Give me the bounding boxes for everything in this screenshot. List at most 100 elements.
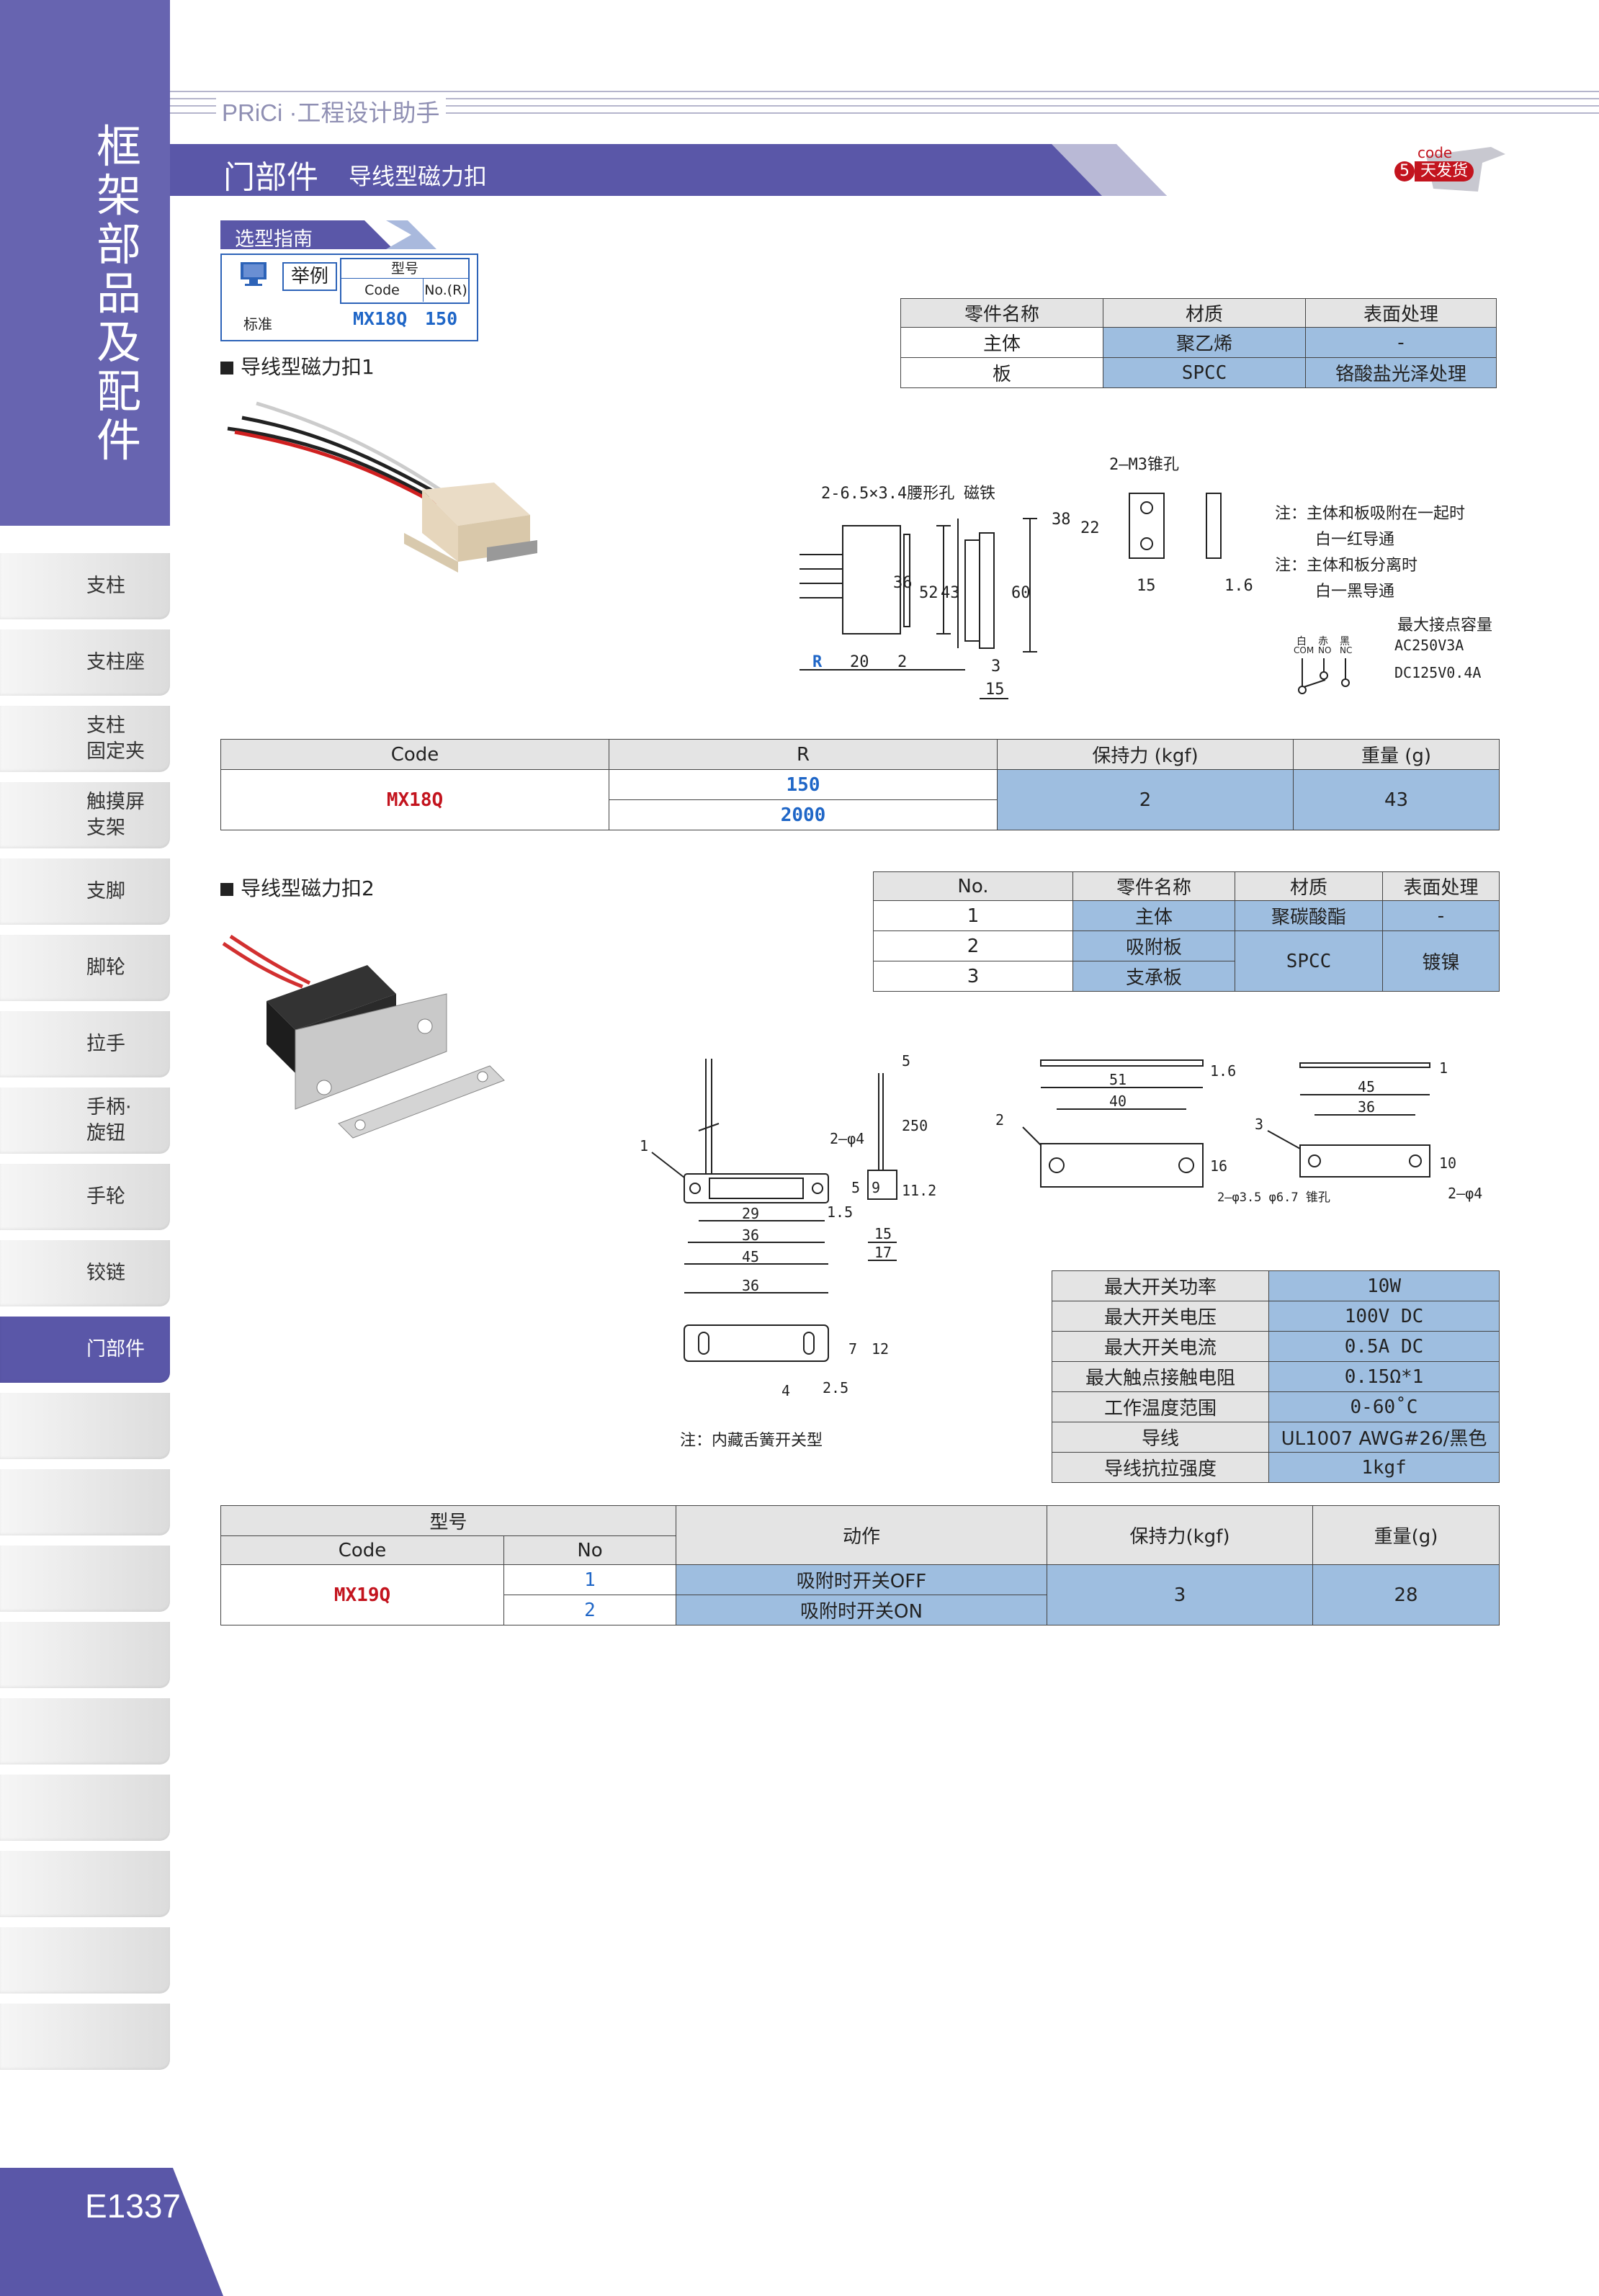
- svg-text:43: 43: [941, 584, 960, 602]
- svg-text:16: 16: [1210, 1157, 1227, 1175]
- callout-2: 2: [995, 1111, 1004, 1129]
- hole-label: 2-6.5×3.4腰形孔: [821, 485, 954, 503]
- svg-text:3: 3: [991, 658, 1000, 676]
- selection-guide-example: 举例 型号 Code No.(R) 标准 MX18Q 150: [220, 254, 478, 341]
- svg-text:5: 5: [902, 1052, 910, 1069]
- page-subtitle: 导线型磁力扣: [349, 163, 488, 190]
- computer-icon: [241, 262, 266, 286]
- hole-label: 2—φ3.5 φ6.7 锥孔: [1217, 1190, 1330, 1205]
- sidebar-item-empty[interactable]: [0, 1622, 170, 1688]
- selection-guide-tab: 选型指南: [220, 220, 436, 251]
- svg-text:R: R: [812, 653, 823, 671]
- svg-text:1.6: 1.6: [1210, 1062, 1236, 1080]
- tap-label: 2—M3锥孔: [1109, 456, 1179, 474]
- magnet-label: 磁铁: [964, 485, 995, 503]
- sidebar-item-empty[interactable]: [0, 2004, 170, 2070]
- title-band: [170, 144, 1167, 196]
- svg-text:2.5: 2.5: [823, 1379, 848, 1396]
- sidebar-item-empty[interactable]: [0, 1851, 170, 1917]
- sidebar-item-touchscreen-stand[interactable]: 触摸屏 支架: [0, 782, 170, 848]
- sidebar-item-pillar-base[interactable]: 支柱座: [0, 629, 170, 696]
- svg-text:15: 15: [874, 1225, 892, 1242]
- svg-text:45: 45: [1358, 1078, 1375, 1095]
- contact-capacity-title: 最大接点容量: [1397, 616, 1493, 634]
- svg-text:11.2: 11.2: [902, 1182, 936, 1199]
- badge-days: 5: [1394, 161, 1415, 181]
- sidebar-item-pillar-clamp[interactable]: 支柱 固定夹: [0, 706, 170, 772]
- product1-notes: 注：主体和板吸附在一起时 白一红导通 注：主体和板分离时 白一黑导通: [1275, 505, 1466, 601]
- brand-header: PRiCi ·工程设计助手: [216, 94, 446, 128]
- sidebar-item-caster[interactable]: 脚轮: [0, 935, 170, 1001]
- contact-dc-rating: DC125V0.4A: [1394, 664, 1482, 681]
- section-heading: 导线型磁力扣1: [220, 351, 375, 380]
- section-heading: 导线型磁力扣2: [220, 873, 375, 902]
- sidebar-item-handwheel[interactable]: 手轮: [0, 1164, 170, 1230]
- svg-text:60: 60: [1011, 584, 1031, 602]
- sidebar-item-empty[interactable]: [0, 1469, 170, 1535]
- svg-text:17: 17: [874, 1244, 892, 1261]
- svg-text:12: 12: [872, 1340, 889, 1358]
- switch-schematic-icon: [1298, 658, 1350, 694]
- product1-dimension-drawing: 2-6.5×3.4腰形孔 磁铁 2—M3锥孔 38 22 15 1.6 36 5…: [800, 456, 1253, 699]
- sidebar-item-empty[interactable]: [0, 1927, 170, 1994]
- product2-dimension-drawing: 1 2 3 2—φ4 2—φ3.5 φ6.7 锥孔 2—φ4 5 250 5 9…: [640, 1052, 1482, 1399]
- page-number: E1337: [85, 2187, 182, 2225]
- svg-text:15: 15: [985, 681, 1005, 699]
- badge-text: 天发货: [1415, 161, 1474, 181]
- sidebar-item-hinge[interactable]: 铰链: [0, 1240, 170, 1306]
- sidebar-item-door-parts[interactable]: 门部件: [0, 1317, 170, 1383]
- svg-text:9: 9: [872, 1179, 880, 1196]
- product1-material-table: 零件名称 材质 表面处理 主体 聚乙烯 - 板 SPCC 铬酸盐光泽处理: [900, 298, 1497, 388]
- svg-text:4: 4: [781, 1382, 790, 1399]
- product1-photo: [227, 401, 537, 573]
- header-rule: [170, 112, 1599, 114]
- sidebar-item-empty[interactable]: [0, 1775, 170, 1841]
- svg-text:52: 52: [919, 584, 939, 602]
- svg-text:10: 10: [1439, 1154, 1456, 1172]
- svg-text:45: 45: [742, 1248, 759, 1265]
- header-rule: [170, 105, 1599, 107]
- sidebar-item-foot[interactable]: 支脚: [0, 858, 170, 925]
- svg-text:40: 40: [1109, 1093, 1127, 1110]
- svg-text:36: 36: [742, 1227, 759, 1244]
- hole-label: 2—φ4: [830, 1130, 864, 1147]
- model-code-box: 型号 Code No.(R): [340, 258, 470, 304]
- svg-text:36: 36: [742, 1277, 759, 1294]
- sidebar-category-panel: [0, 0, 170, 526]
- sidebar-category-title: 框架部品及配件: [96, 120, 141, 467]
- product2-photo: [222, 934, 505, 1139]
- svg-text:1: 1: [1439, 1059, 1448, 1077]
- svg-text:36: 36: [893, 574, 913, 592]
- header-rule: [170, 98, 1599, 99]
- sidebar-item-empty[interactable]: [0, 1546, 170, 1612]
- hole-label: 2—φ4: [1448, 1185, 1482, 1202]
- switch-symbol: 白 赤 黑 COM NO NC: [1294, 634, 1361, 706]
- sidebar-item-knob[interactable]: 手柄· 旋钮: [0, 1088, 170, 1154]
- svg-text:1.6: 1.6: [1224, 577, 1253, 595]
- svg-text:15: 15: [1137, 577, 1156, 595]
- svg-text:22: 22: [1080, 519, 1100, 537]
- svg-text:2: 2: [897, 653, 907, 671]
- svg-text:7: 7: [848, 1340, 857, 1358]
- svg-text:36: 36: [1358, 1098, 1375, 1116]
- callout-1: 1: [640, 1137, 648, 1154]
- product2-spec-table: 型号 动作 保持力(kgf) 重量(g) Code No MX19Q 1 吸附时…: [220, 1505, 1500, 1625]
- contact-ac-rating: AC250V3A: [1394, 637, 1464, 654]
- svg-text:1.5: 1.5: [827, 1203, 853, 1221]
- svg-text:250: 250: [902, 1117, 928, 1134]
- svg-text:38: 38: [1052, 511, 1071, 529]
- svg-text:5: 5: [851, 1179, 860, 1196]
- header-rule: [170, 91, 1599, 92]
- callout-3: 3: [1255, 1116, 1263, 1133]
- delivery-badge: code 5 天发货: [1383, 141, 1505, 199]
- svg-text:20: 20: [850, 653, 869, 671]
- sidebar-item-handle[interactable]: 拉手: [0, 1011, 170, 1077]
- svg-text:51: 51: [1109, 1071, 1127, 1088]
- product1-spec-table: Code R 保持力 (kgf) 重量 (g) MX18Q 150 2 43 2…: [220, 739, 1500, 830]
- product2-material-table: No. 零件名称 材质 表面处理 1 主体 聚碳酸酯 - 2 吸附板 SPCC …: [873, 871, 1500, 992]
- page-title: 门部件: [223, 159, 318, 196]
- sidebar-item-empty[interactable]: [0, 1393, 170, 1459]
- sidebar-item-pillar[interactable]: 支柱: [0, 553, 170, 619]
- product2-note: 注：内藏舌簧开关型: [680, 1432, 823, 1450]
- sidebar-item-empty[interactable]: [0, 1698, 170, 1764]
